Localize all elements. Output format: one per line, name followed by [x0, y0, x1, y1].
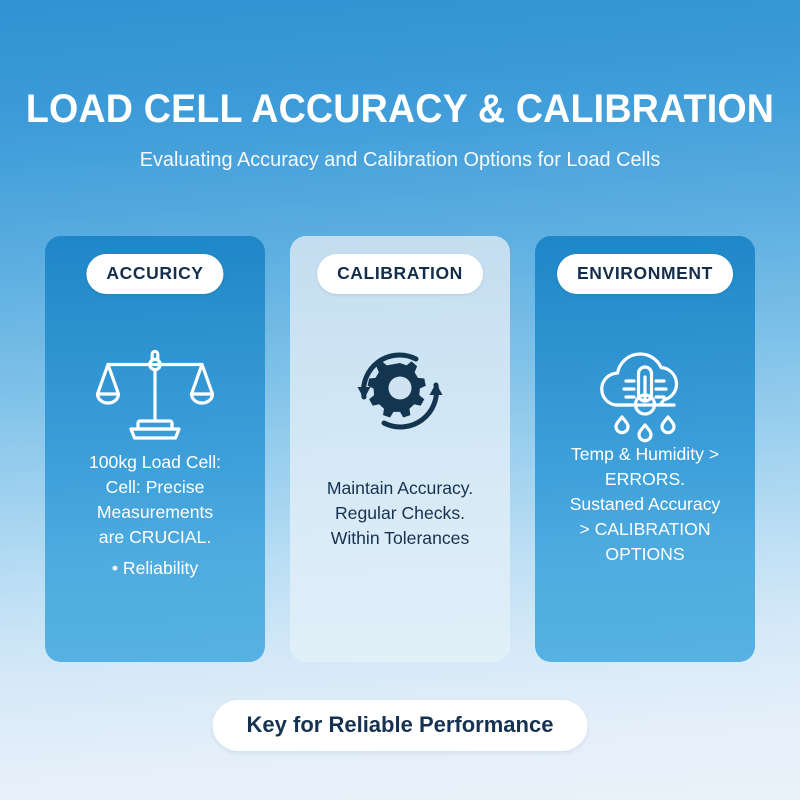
card-accuracy-bullets: • Reliability	[51, 556, 259, 581]
page-title: LOAD CELL ACCURACY & CALIBRATION	[25, 87, 775, 131]
cloud-thermometer-rain-icon	[535, 336, 755, 446]
cards-row: ACCURICY 100kg Load Cell: Cell: Precise …	[45, 236, 755, 662]
card-calibration-body: Maintain Accuracy. Regular Checks. Withi…	[326, 478, 474, 548]
header: LOAD CELL ACCURACY & CALIBRATION Evaluat…	[0, 88, 800, 173]
card-environment-body: Temp & Humidity > ERRORS. Sustaned Accur…	[569, 444, 721, 564]
page-subtitle: Evaluating Accuracy and Calibration Opti…	[139, 148, 661, 171]
list-item: • Reliability	[111, 558, 199, 578]
card-calibration[interactable]: CALIBRATION Maintain Accuracy. Regular C…	[290, 236, 510, 662]
card-accuracy-badge: ACCURICY	[86, 254, 224, 294]
card-environment-badge: ENVIRONMENT	[557, 254, 733, 294]
card-accuracy-body: 100kg Load Cell: Cell: Precise Measureme…	[88, 452, 222, 547]
footer-pill: Key for Reliable Performance	[212, 700, 588, 751]
gear-refresh-icon	[290, 336, 510, 446]
card-calibration-badge: CALIBRATION	[317, 254, 483, 294]
card-accuracy[interactable]: ACCURICY 100kg Load Cell: Cell: Precise …	[45, 236, 265, 662]
card-environment[interactable]: ENVIRONMENT	[535, 236, 755, 662]
balance-scale-icon	[45, 336, 265, 446]
